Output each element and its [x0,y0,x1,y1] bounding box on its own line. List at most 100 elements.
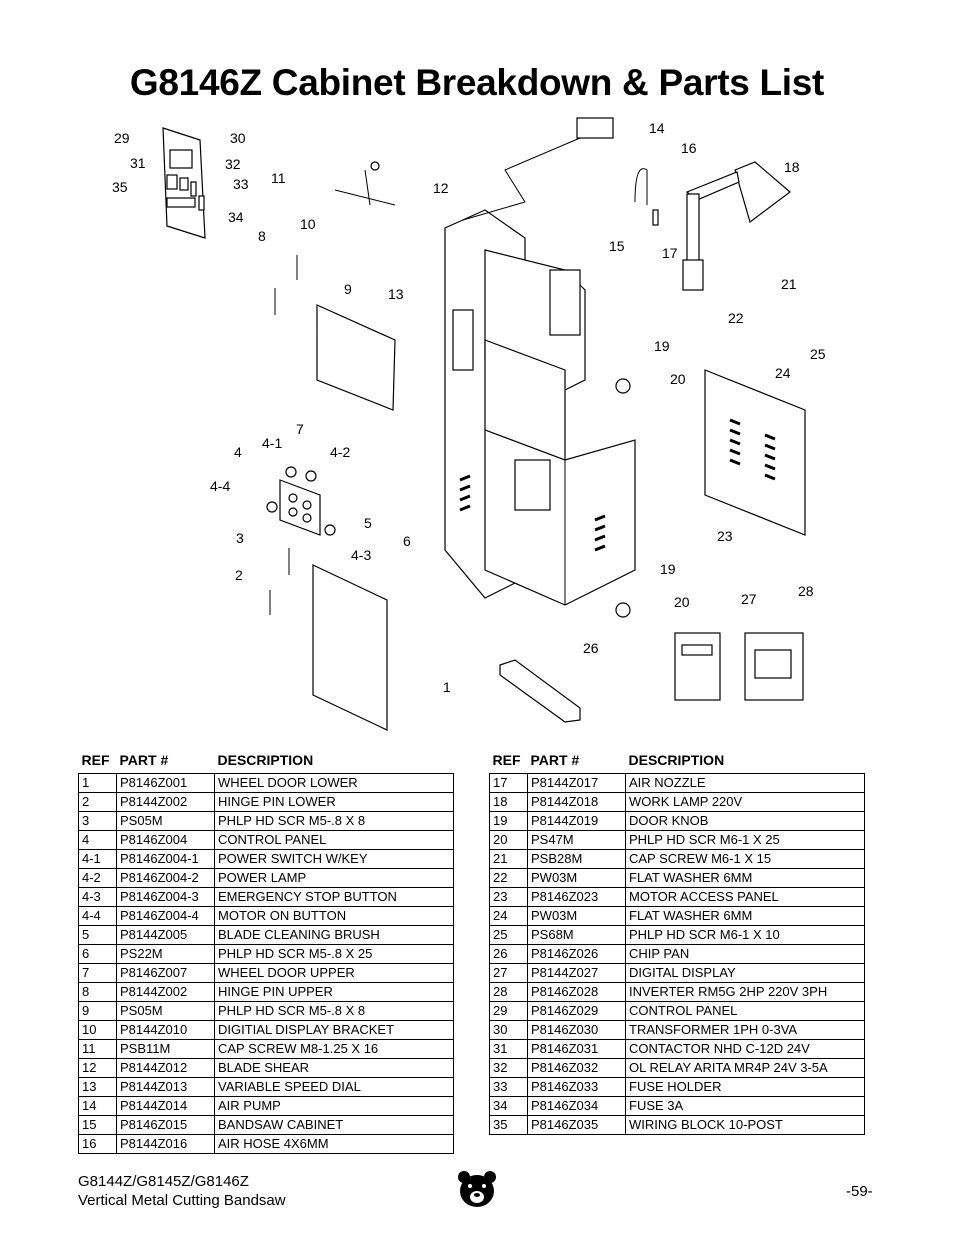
part-cell: PS47M [527,830,626,850]
callout-label: 16 [681,140,697,156]
table-header-row: REF PART # DESCRIPTION [79,751,454,774]
part-cell: P8146Z031 [527,1039,626,1059]
callout-label: 19 [654,338,670,354]
ref-cell: 26 [489,944,528,964]
description-cell: CAP SCREW M6-1 X 15 [625,849,865,869]
callout-label: 13 [388,286,404,302]
part-cell: P8144Z019 [527,811,626,831]
description-cell: FLAT WASHER 6MM [625,906,865,926]
footer-machine-description: Vertical Metal Cutting Bandsaw [78,1192,286,1209]
column-header-ref: REF [81,752,110,768]
part-cell: PSB11M [116,1039,215,1059]
callout-label: 1 [443,679,451,695]
callout-label: 9 [344,281,352,297]
ref-cell: 1 [78,773,117,793]
callout-labels: 29 30 31 32 33 35 34 11 12 14 16 18 8 10… [112,120,825,695]
ref-cell: 2 [78,792,117,812]
description-cell: PHLP HD SCR M6-1 X 10 [625,925,865,945]
ref-cell: 8 [78,982,117,1002]
ref-cell: 21 [489,849,528,869]
part-cell: P8146Z026 [527,944,626,964]
column-header-part: PART # [530,752,580,768]
callout-label: 20 [670,371,686,387]
part-cell: P8146Z029 [527,1001,626,1021]
description-cell: FUSE 3A [625,1096,865,1116]
description-cell: FLAT WASHER 6MM [625,868,865,888]
description-cell: TRANSFORMER 1PH 0-3VA [625,1020,865,1040]
callout-label: 32 [225,156,241,172]
part-cell: P8146Z004 [116,830,215,850]
column-header-part: PART # [119,752,169,768]
part-cell: P8146Z032 [527,1058,626,1078]
ref-cell: 20 [489,830,528,850]
description-cell: WIRING BLOCK 10-POST [625,1115,865,1135]
description-cell: WHEEL DOOR LOWER [214,773,454,793]
column-header-ref: REF [492,752,521,768]
description-cell: CHIP PAN [625,944,865,964]
ref-cell: 14 [78,1096,117,1116]
description-cell: AIR PUMP [214,1096,454,1116]
callout-label: 6 [403,533,411,549]
ref-cell: 13 [78,1077,117,1097]
description-cell: FUSE HOLDER [625,1077,865,1097]
callout-label: 28 [798,583,814,599]
callout-label: 2 [235,567,243,583]
part-cell: P8146Z028 [527,982,626,1002]
callout-label: 33 [233,176,249,192]
part-cell: PS05M [116,1001,215,1021]
column-header-description: DESCRIPTION [217,752,314,768]
description-cell: POWER SWITCH W/KEY [214,849,454,869]
callout-label: 10 [300,216,316,232]
ref-cell: 19 [489,811,528,831]
callout-label: 27 [741,591,757,607]
callout-label: 26 [583,640,599,656]
callout-label: 20 [674,594,690,610]
part-cell: P8144Z016 [116,1134,215,1154]
callout-label: 30 [230,130,246,146]
bear-logo-icon [458,1171,496,1207]
part-cell: P8146Z001 [116,773,215,793]
part-cell: P8144Z017 [527,773,626,793]
description-cell: DIGITAL DISPLAY [625,963,865,983]
part-cell: PW03M [527,868,626,888]
ref-cell: 4-3 [78,887,117,907]
callout-label: 4-1 [262,435,282,451]
lower-door-drawing [312,564,388,731]
part-cell: P8144Z027 [527,963,626,983]
callout-label: 14 [649,120,665,136]
part-cell: P8144Z013 [116,1077,215,1097]
callout-label: 7 [296,421,304,437]
ref-cell: 22 [489,868,528,888]
description-cell: PHLP HD SCR M5-.8 X 8 [214,811,454,831]
callout-label: 4-3 [351,547,371,563]
ref-cell: 24 [489,906,528,926]
description-cell: BLADE CLEANING BRUSH [214,925,454,945]
callout-label: 12 [433,180,449,196]
work-lamp-drawing [682,161,791,291]
ref-cell: 12 [78,1058,117,1078]
ref-cell: 32 [489,1058,528,1078]
motor-access-panel-drawing [704,369,806,536]
description-cell: EMERGENCY STOP BUTTON [214,887,454,907]
ref-cell: 5 [78,925,117,945]
ref-cell: 23 [489,887,528,907]
description-cell: WORK LAMP 220V [625,792,865,812]
